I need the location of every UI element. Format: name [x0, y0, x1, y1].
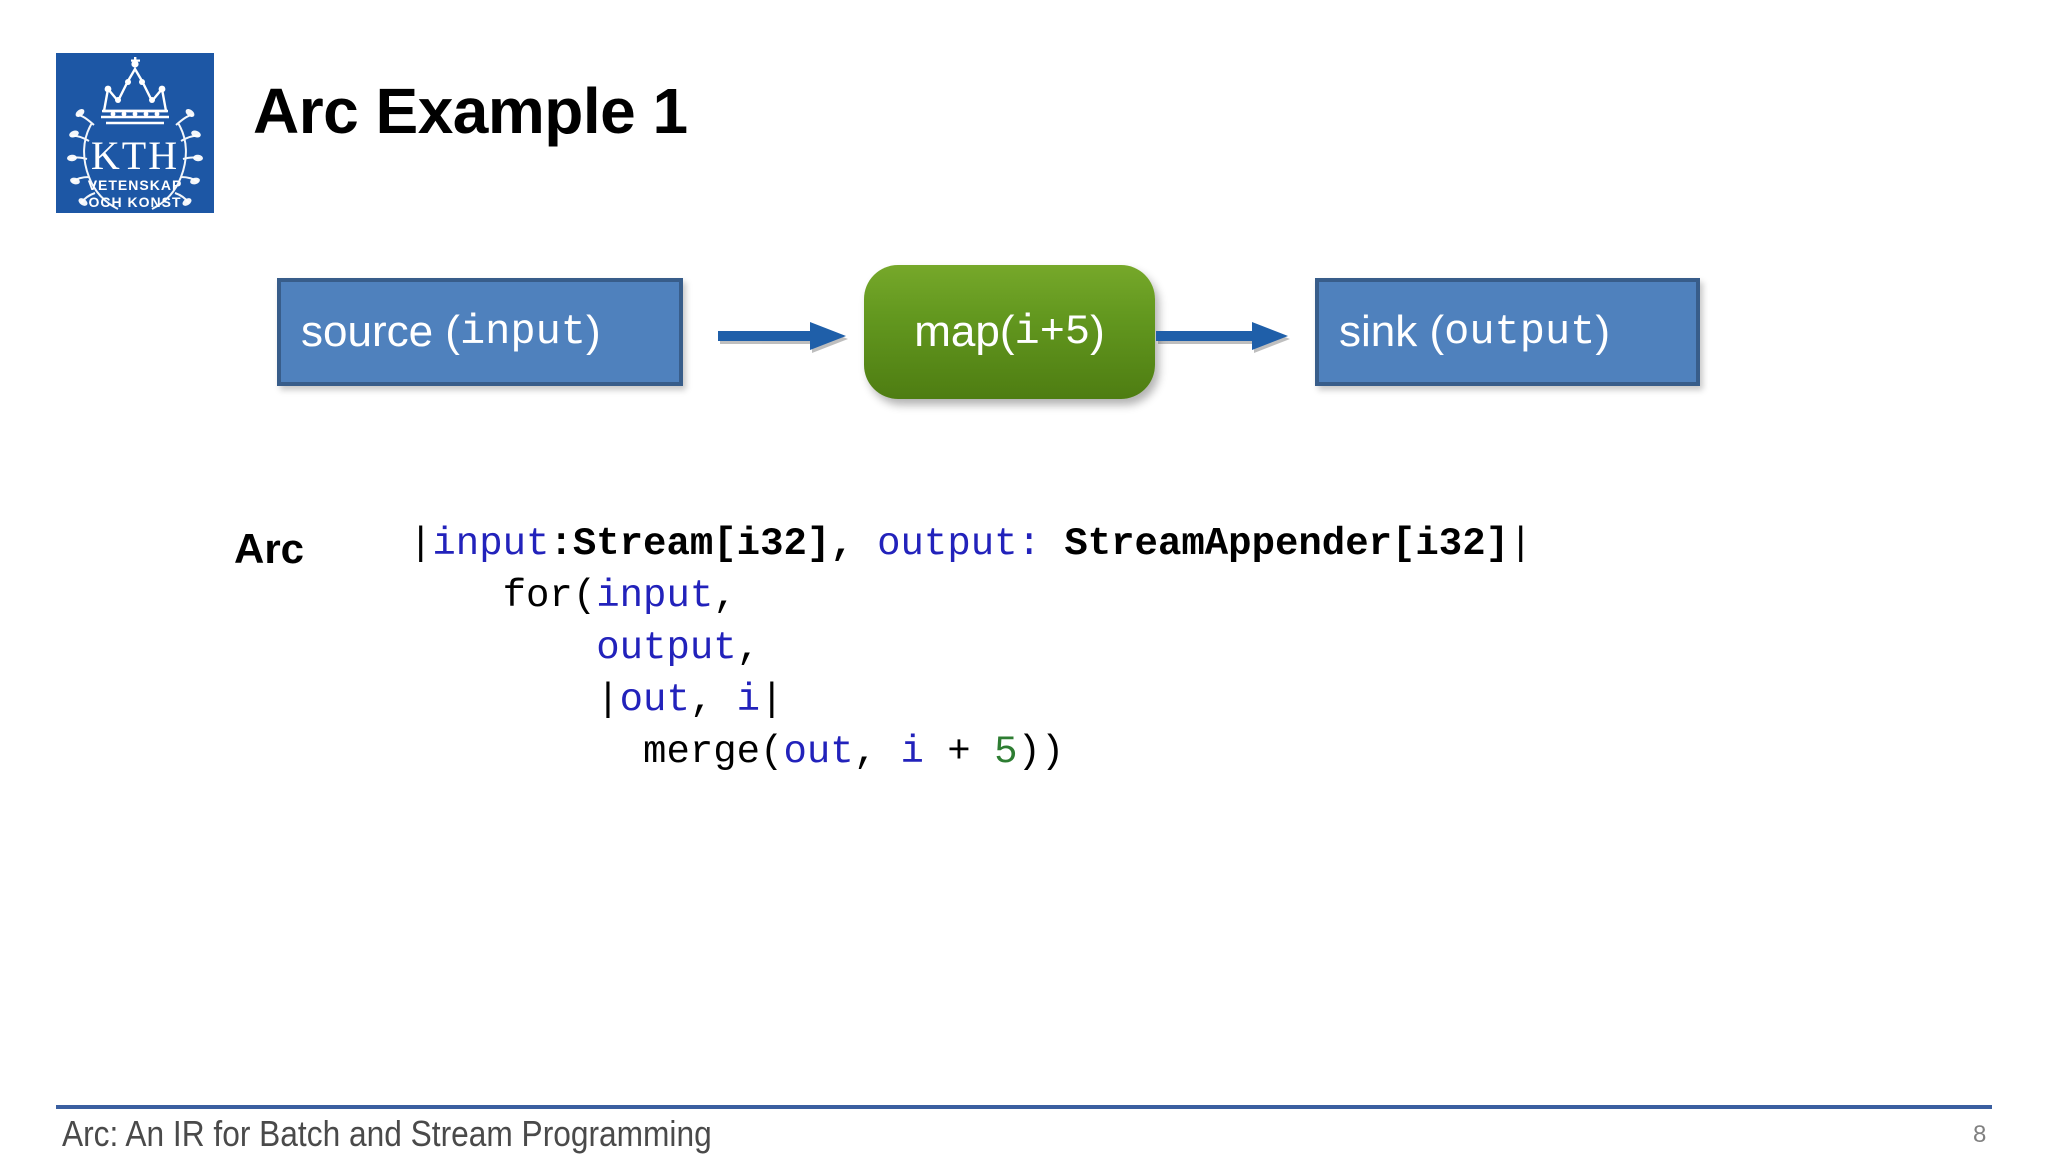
- code-line: output,: [409, 622, 1532, 674]
- code-token: 5: [994, 730, 1018, 774]
- code-token: i: [900, 730, 924, 774]
- node-map-label-suffix: ): [1090, 307, 1105, 356]
- code-token: |: [409, 678, 620, 722]
- node-sink-label-suffix: ): [1595, 307, 1611, 356]
- code-token: ,: [853, 730, 901, 774]
- node-map-label-mono: i+5: [1014, 308, 1091, 356]
- code-line: |input:Stream[i32], output: StreamAppend…: [409, 518, 1532, 570]
- footer-title: Arc: An IR for Batch and Stream Programm…: [62, 1113, 712, 1154]
- code-token: Stream[i32]: [572, 522, 831, 566]
- code-line: for(input,: [409, 570, 1532, 622]
- node-sink-label-prefix: sink (: [1339, 307, 1445, 356]
- code-token: ,: [689, 678, 714, 722]
- code-token: |: [760, 678, 784, 722]
- code-token: +: [923, 730, 995, 774]
- diagram-node-map: map(i+5): [864, 265, 1155, 399]
- code-token: [713, 678, 736, 722]
- code-token: ,: [713, 574, 737, 618]
- code-token: merge(: [409, 730, 784, 774]
- footer-divider: [56, 1105, 1992, 1109]
- code-token: out: [783, 730, 854, 774]
- code-token: for(: [409, 574, 597, 618]
- kth-logo-graphic: KTH VETENSKAP OCH KONST: [56, 53, 214, 213]
- node-map-label-prefix: map(: [914, 307, 1015, 356]
- page-number: 8: [1973, 1121, 1987, 1148]
- svg-text:VETENSKAP: VETENSKAP: [88, 177, 183, 193]
- arrow-map-to-sink-icon: [1156, 318, 1316, 358]
- svg-text:KTH: KTH: [91, 133, 179, 178]
- node-source-label-prefix: source (: [301, 307, 460, 356]
- code-line: |out, i|: [409, 674, 1532, 726]
- code-token: )): [1017, 730, 1065, 774]
- diagram-node-source: source (input): [277, 278, 683, 386]
- node-sink-label-mono: output: [1444, 308, 1596, 356]
- code-token: [409, 626, 596, 670]
- code-token: |: [1509, 522, 1533, 566]
- diagram-node-sink: sink (output): [1315, 278, 1700, 386]
- code-token: :: [549, 522, 573, 566]
- code-token: ,: [830, 522, 878, 566]
- code-token: output: [596, 626, 737, 670]
- svg-text:OCH KONST: OCH KONST: [89, 194, 182, 210]
- node-source-label-mono: input: [459, 308, 586, 356]
- code-line: merge(out, i + 5)): [409, 726, 1532, 778]
- code-token: i: [736, 678, 761, 722]
- kth-logo: KTH VETENSKAP OCH KONST: [56, 53, 214, 213]
- code-token: ,: [736, 626, 761, 670]
- code-token: out: [619, 678, 690, 722]
- code-token: StreamAppender[i32]: [1064, 522, 1510, 566]
- code-block: |input:Stream[i32], output: StreamAppend…: [409, 518, 1532, 778]
- code-token: |: [409, 522, 433, 566]
- code-token: input: [432, 522, 550, 566]
- page-title: Arc Example 1: [253, 75, 688, 147]
- code-language-label: Arc: [234, 525, 305, 572]
- code-token: input: [596, 574, 714, 618]
- code-token: output:: [877, 522, 1065, 566]
- arrow-source-to-map-icon: [718, 318, 864, 358]
- node-source-label-suffix: ): [585, 307, 601, 356]
